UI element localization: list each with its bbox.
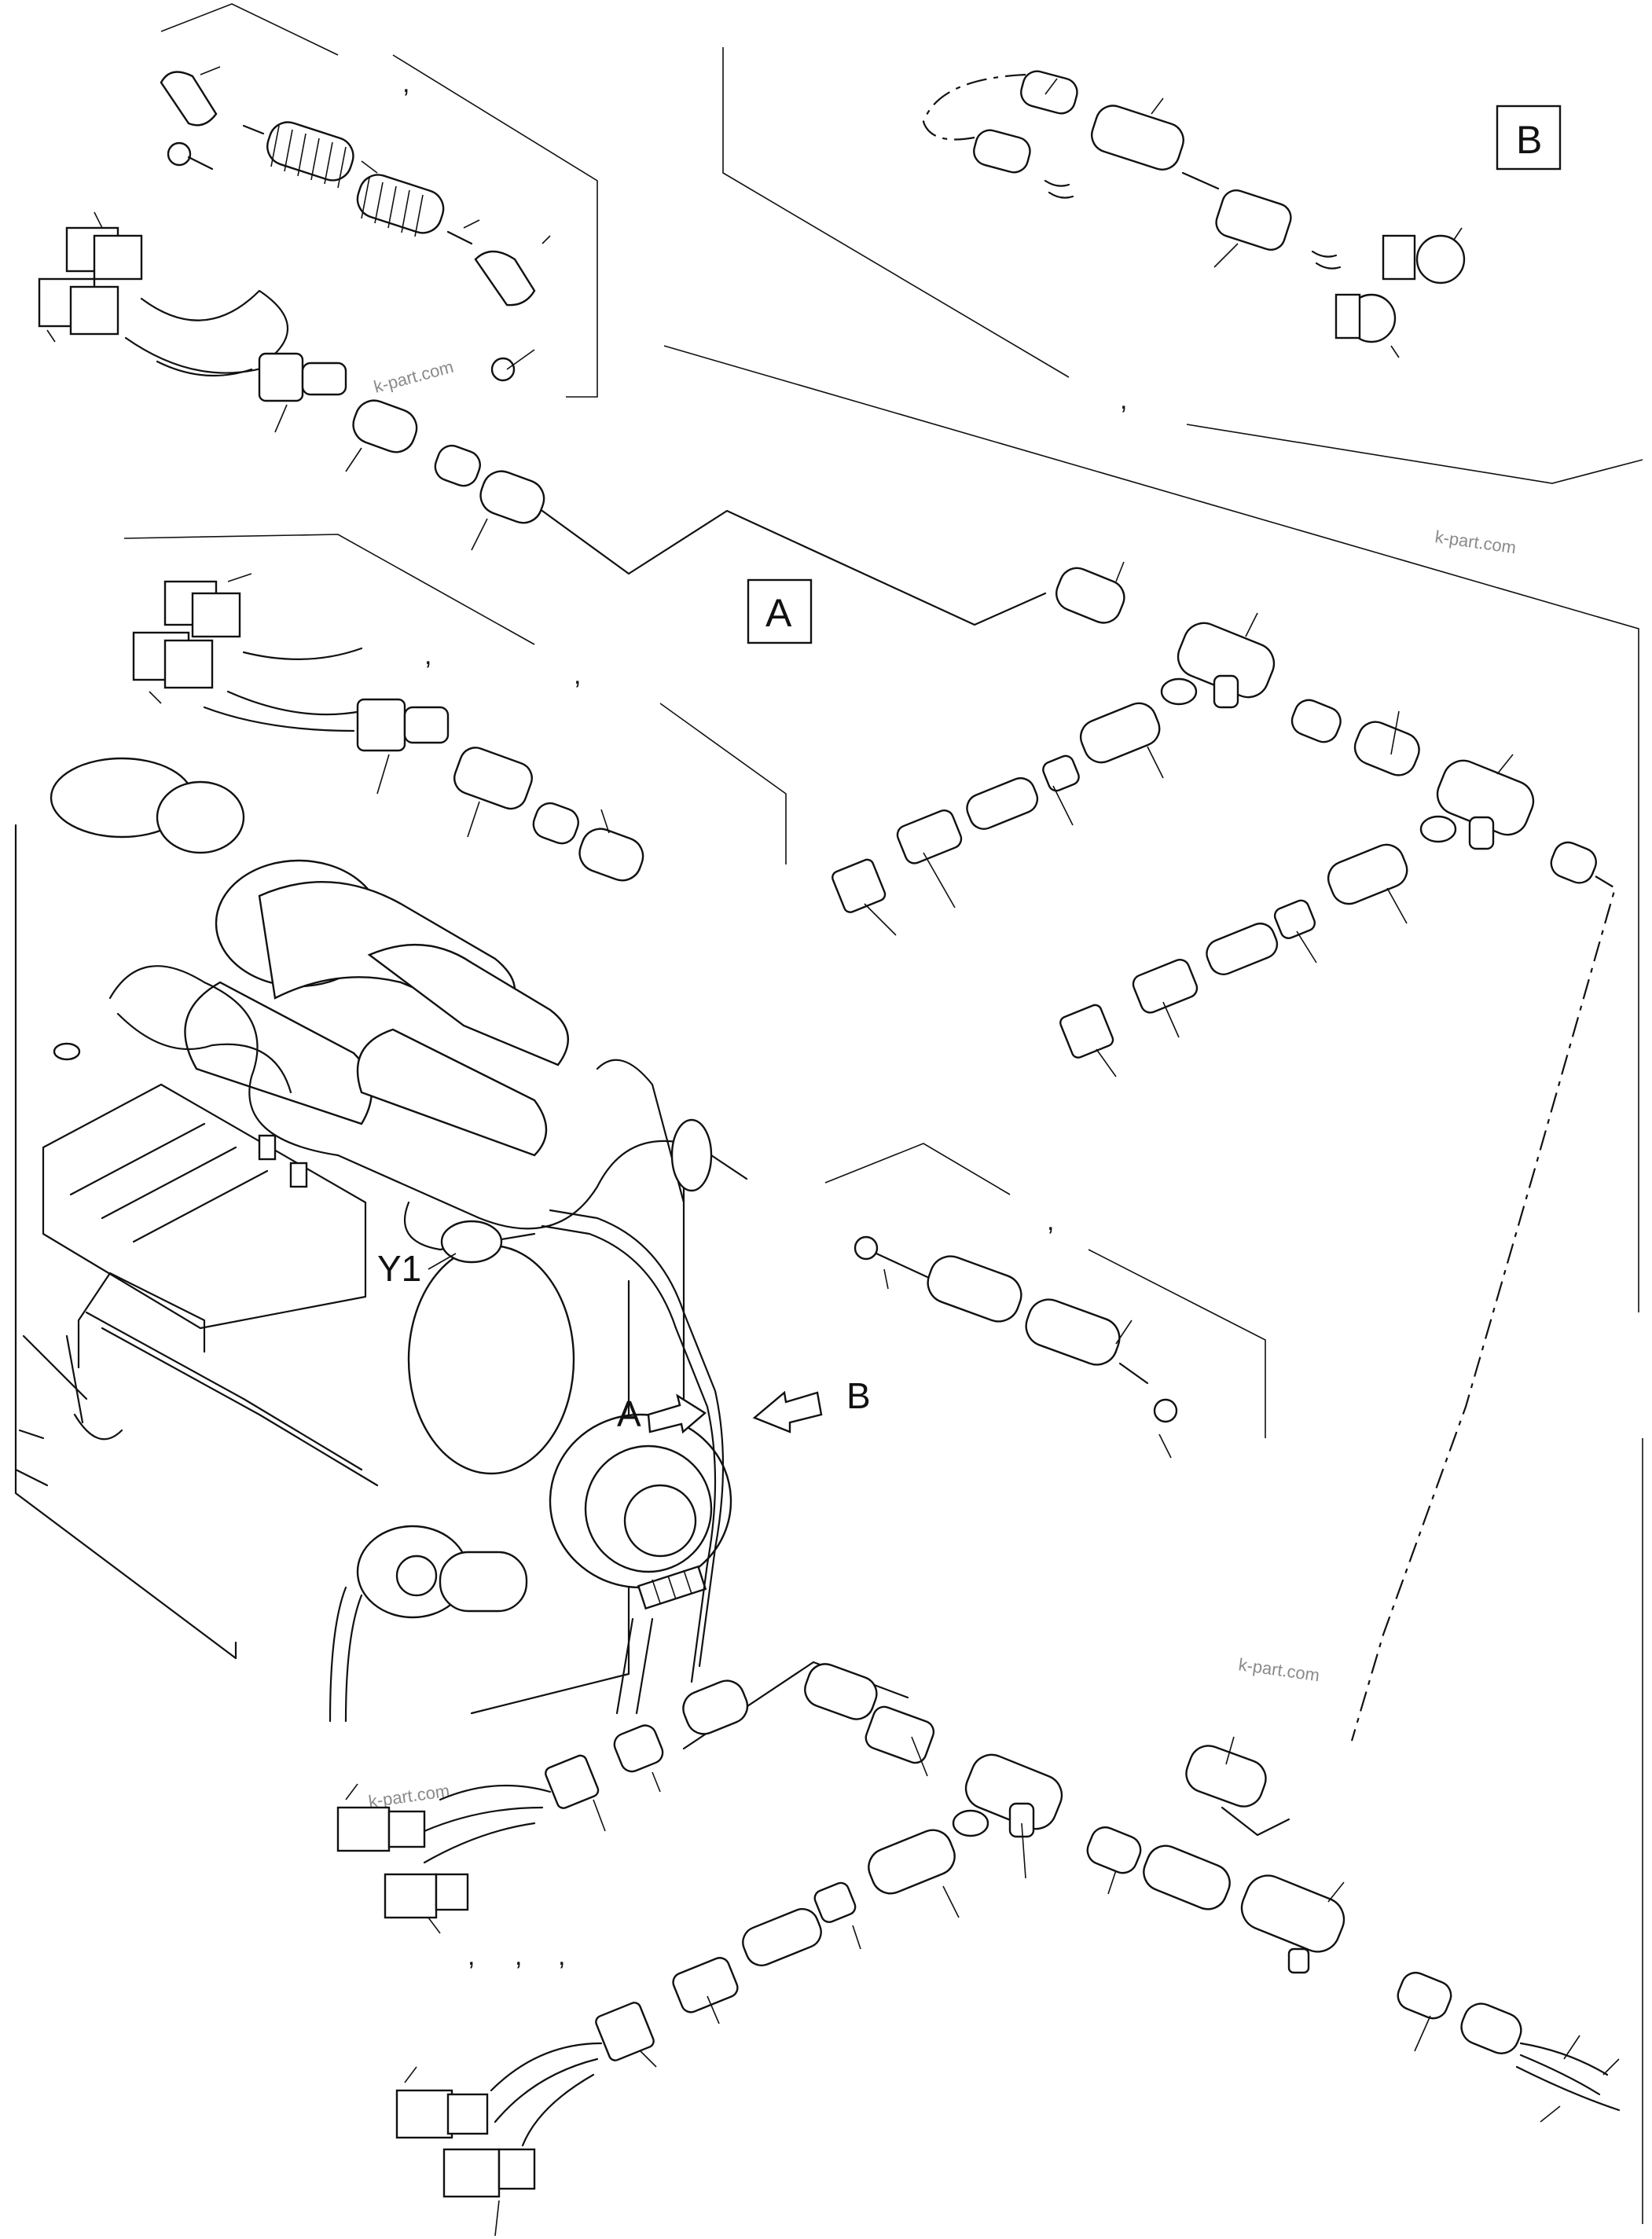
- sleeve-lower-1: [682, 1679, 749, 1735]
- top-left-harness-group: ,: [38, 66, 551, 551]
- boot-upper: [160, 71, 218, 127]
- comma-lower-2: ,: [515, 1941, 522, 1971]
- t-junction-lower-right: [1240, 1874, 1345, 1953]
- corrugated-sleeve-upper-b: [356, 174, 445, 237]
- lead-line-a: [541, 509, 1047, 626]
- engine-harness-main: [108, 965, 748, 1230]
- comma-mid-right: ,: [1047, 1206, 1054, 1236]
- sleeve-a-branch-2: [1327, 843, 1408, 905]
- adapter-a-branch-1: [896, 809, 963, 864]
- adapter-lower-2: [672, 1957, 739, 2013]
- connector-lower-b: [384, 1873, 438, 1919]
- adapter-lower-1: [865, 1705, 935, 1764]
- ring-terminal-mid: [854, 1235, 879, 1261]
- comma-top-right: ,: [1120, 385, 1127, 415]
- sleeve-mid-end: [578, 828, 644, 882]
- connector-top-b: [93, 234, 143, 281]
- detail-box-b-label: B: [1516, 118, 1542, 162]
- connector-lower-d: [442, 2148, 501, 2198]
- connector-lower-c: [395, 2089, 453, 2139]
- lower-harness-group: , , ,: [336, 1661, 1621, 2237]
- comma-lower-1: ,: [468, 1941, 475, 1971]
- watermark-1: k-part.com: [372, 357, 456, 397]
- gland-nut-lower-2: [595, 2002, 655, 2061]
- round-connector-b-upper: [1415, 234, 1466, 284]
- sleeve-lower-2: [804, 1663, 878, 1720]
- detail-box-a-label: A: [765, 591, 792, 635]
- middle-left-harness-group: , ,: [132, 573, 644, 882]
- valve-cover-left: [184, 981, 373, 1125]
- sleeve-lower-3: [1143, 1844, 1231, 1910]
- sleeve-top-end: [479, 470, 545, 524]
- connector-lower-a: [336, 1806, 391, 1852]
- sleeve-a-inlet: [1055, 567, 1125, 624]
- flange-b-lower: [1334, 293, 1361, 340]
- top-right-harness-group: ,: [922, 70, 1466, 415]
- sensor-y1-label: Y1: [377, 1248, 421, 1289]
- middle-right-terminal-group: ,: [854, 1206, 1178, 1459]
- alternator-belt: [439, 1551, 528, 1613]
- watermark-2: k-part.com: [1434, 527, 1517, 557]
- corrugated-sleeve-upper-a: [266, 121, 354, 189]
- boot-lower: [474, 250, 536, 306]
- detail-box-a: A: [747, 578, 813, 644]
- sensor-probe: [53, 1042, 81, 1061]
- engine-illustration: [14, 757, 748, 1723]
- watermark-3: k-part.com: [1237, 1654, 1320, 1685]
- gland-nut-a-branch-1: [832, 858, 887, 913]
- sleeve-a-right: [1353, 721, 1420, 776]
- detail-box-b: B: [1496, 105, 1562, 171]
- comma-mid-left-2: ,: [574, 660, 581, 690]
- t-junction-lower: [964, 1753, 1063, 1830]
- sleeve-lower-4: [1460, 2002, 1522, 2054]
- sensor-y1-leader: [428, 1253, 457, 1270]
- comma-top-left: ,: [402, 68, 409, 98]
- sleeve-a-branch-1: [1079, 702, 1161, 764]
- comma-lower-3: ,: [558, 1941, 565, 1971]
- view-a-arrow: [647, 1393, 707, 1434]
- dashed-link-a-b: [1350, 875, 1617, 1742]
- comma-mid-left-1: ,: [424, 641, 431, 670]
- sensor-y1-body: [440, 1220, 503, 1264]
- sensor-plug-2: [289, 1162, 308, 1188]
- sleeve-mid-right-a: [927, 1255, 1022, 1323]
- ring-terminal-lower: [490, 357, 516, 382]
- view-b-label: B: [846, 1375, 871, 1416]
- sleeve-a-outlet: [1550, 841, 1597, 884]
- gland-nut-a-branch-2: [1059, 1004, 1114, 1059]
- adapter-b: [1215, 189, 1292, 251]
- flange-b-upper: [1382, 234, 1416, 281]
- adapter-mid: [453, 747, 533, 810]
- sleeve-lower-5: [1185, 1745, 1267, 1808]
- connector-top-d: [69, 285, 119, 336]
- engine-block-outline: [14, 824, 685, 1715]
- intake-pipe-mid: [367, 943, 569, 1066]
- sleeve-lower-6: [868, 1829, 956, 1895]
- sleeve-b-main: [1091, 105, 1184, 171]
- valve-cover-right: [356, 1028, 548, 1157]
- view-a-label: A: [617, 1393, 641, 1434]
- timing-cover: [407, 1244, 575, 1475]
- ring-terminal-mid-b: [1153, 1398, 1178, 1423]
- gland-nut-mid: [356, 698, 406, 752]
- ring-terminal-upper: [167, 141, 192, 167]
- sensor-plug-1: [258, 1134, 277, 1161]
- sleeve-adapter-top: [352, 399, 418, 453]
- section-frame-lines: [123, 3, 1643, 2224]
- sleeve-mid-right-b: [1025, 1298, 1121, 1366]
- adapter-a-branch-2: [1132, 959, 1199, 1014]
- gland-nut-top: [258, 352, 304, 402]
- branch-a-t-harness: [832, 561, 1597, 1077]
- gland-nut-lower-1: [545, 1754, 600, 1809]
- view-b-arrow: [752, 1390, 823, 1433]
